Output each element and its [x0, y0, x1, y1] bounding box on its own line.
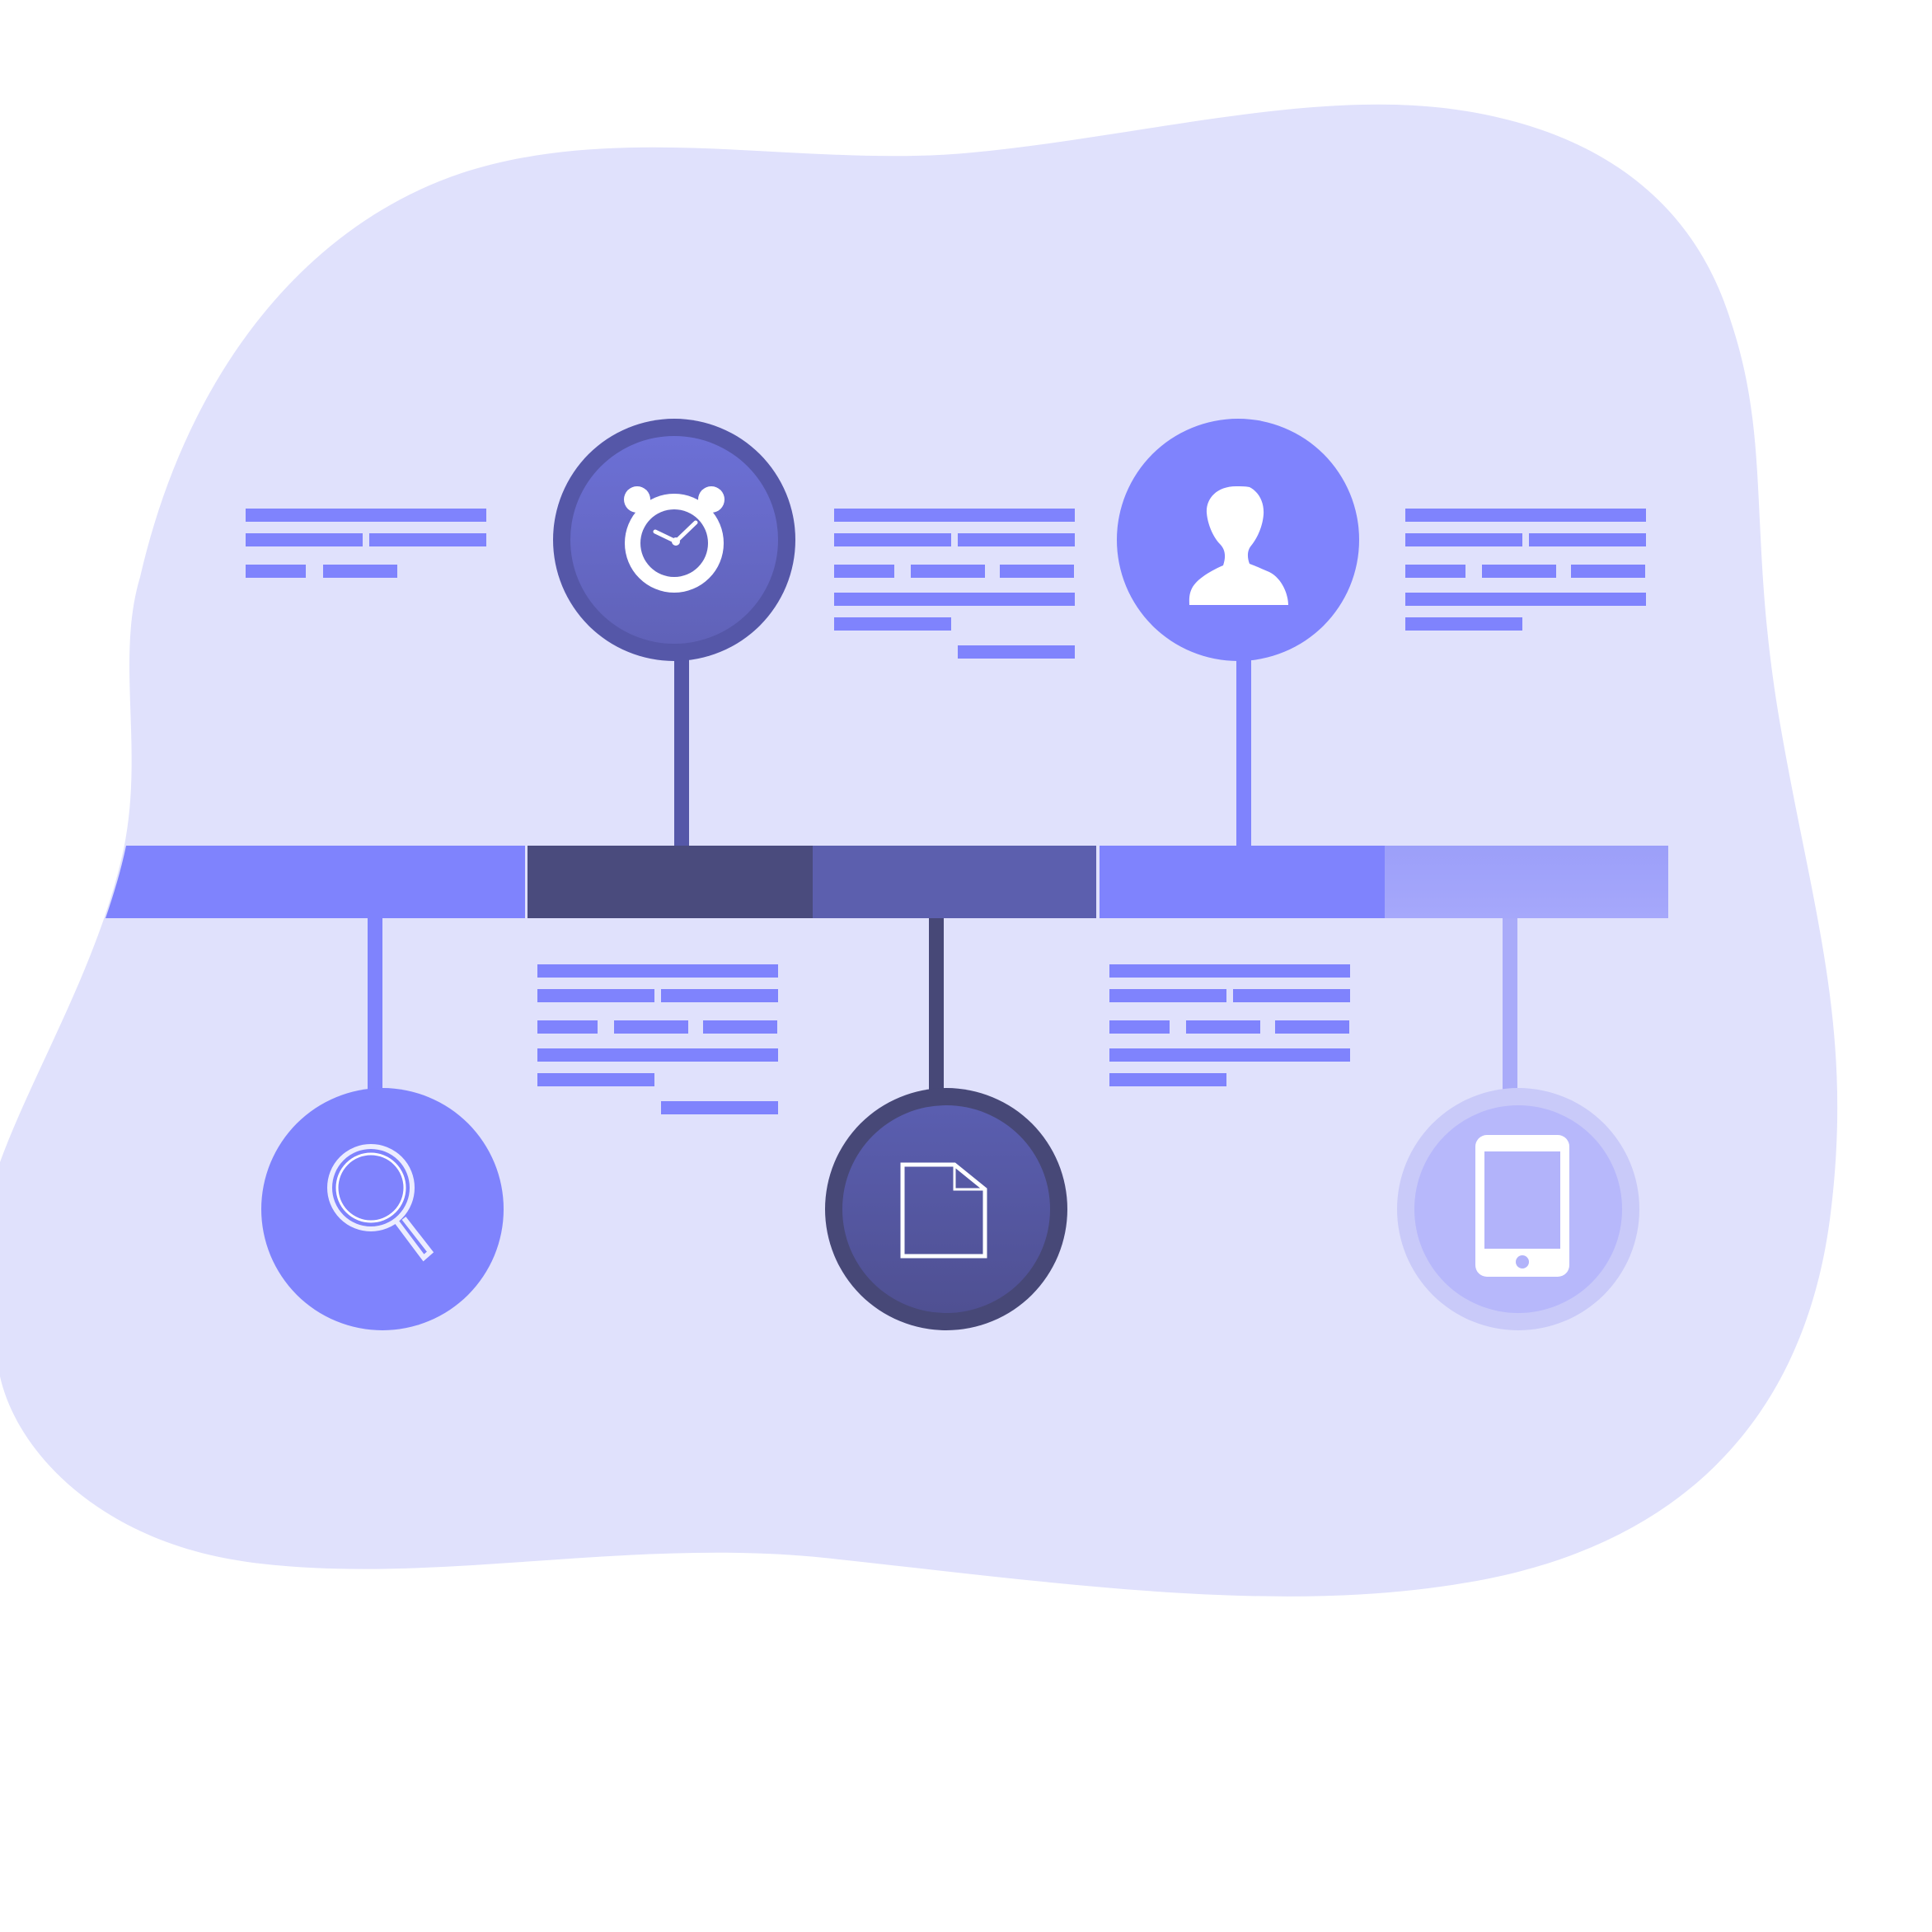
segment-3 [813, 846, 1096, 918]
text-block-5 [1109, 964, 1350, 1086]
segment-4 [1100, 846, 1385, 918]
placeholder-line [911, 565, 985, 578]
milestone-alarm [553, 419, 795, 661]
milestone-user [1117, 419, 1359, 661]
placeholder-line [958, 645, 1075, 659]
placeholder-line [537, 1048, 778, 1062]
connector-document [929, 915, 944, 1096]
text-block-1 [246, 509, 486, 578]
text-block-2 [834, 509, 1075, 659]
placeholder-line [1275, 1020, 1349, 1034]
placeholder-line [1233, 989, 1350, 1002]
placeholder-line [1186, 1020, 1260, 1034]
milestone-document [825, 1088, 1067, 1330]
placeholder-line [834, 533, 951, 546]
placeholder-line [1000, 565, 1074, 578]
placeholder-line [1405, 509, 1646, 522]
connector-alarm [674, 659, 689, 851]
milestone-document-circle [842, 1105, 1050, 1313]
tablet-icon [1475, 1135, 1569, 1277]
placeholder-line [1109, 1073, 1226, 1086]
alarm-clock-icon [624, 486, 724, 593]
placeholder-line [1109, 964, 1350, 978]
segment-2 [528, 846, 813, 918]
document-icon [900, 1162, 987, 1259]
milestone-search [261, 1088, 504, 1330]
placeholder-line [537, 964, 778, 978]
placeholder-line [537, 1020, 598, 1034]
milestone-search-circle [261, 1088, 504, 1330]
placeholder-line [661, 989, 778, 1002]
connector-search [368, 915, 382, 1096]
connector-tablet [1503, 915, 1517, 1096]
connector-user [1236, 659, 1251, 851]
placeholder-line [537, 989, 654, 1002]
placeholder-line [703, 1020, 777, 1034]
placeholder-line [1405, 533, 1522, 546]
placeholder-line [1405, 565, 1465, 578]
placeholder-line [1109, 989, 1226, 1002]
placeholder-line [834, 617, 951, 631]
placeholder-line [1571, 565, 1645, 578]
placeholder-line [834, 565, 894, 578]
placeholder-line [537, 1073, 654, 1086]
text-placeholders [246, 509, 1646, 1114]
placeholder-line [323, 565, 397, 578]
search-icon [327, 1144, 434, 1262]
placeholder-line [369, 533, 486, 546]
placeholder-line [834, 509, 1075, 522]
placeholder-line [958, 533, 1075, 546]
timeline-bar [106, 846, 1668, 918]
placeholder-line [1109, 1048, 1350, 1062]
placeholder-line [246, 533, 363, 546]
placeholder-line [1109, 1020, 1170, 1034]
placeholder-line [1482, 565, 1556, 578]
placeholder-line [661, 1101, 778, 1114]
placeholder-line [246, 565, 306, 578]
placeholder-line [246, 509, 486, 522]
user-icon [1189, 486, 1288, 605]
placeholder-line [1529, 533, 1646, 546]
placeholder-line [834, 593, 1075, 606]
segment-1 [106, 846, 525, 918]
text-block-4 [1405, 509, 1646, 631]
placeholder-line [1405, 617, 1522, 631]
segment-5 [1385, 846, 1668, 918]
connectors [368, 659, 1517, 1096]
milestone-tablet [1397, 1088, 1639, 1330]
placeholder-line [1405, 593, 1646, 606]
text-block-3 [537, 964, 778, 1114]
placeholder-line [614, 1020, 688, 1034]
